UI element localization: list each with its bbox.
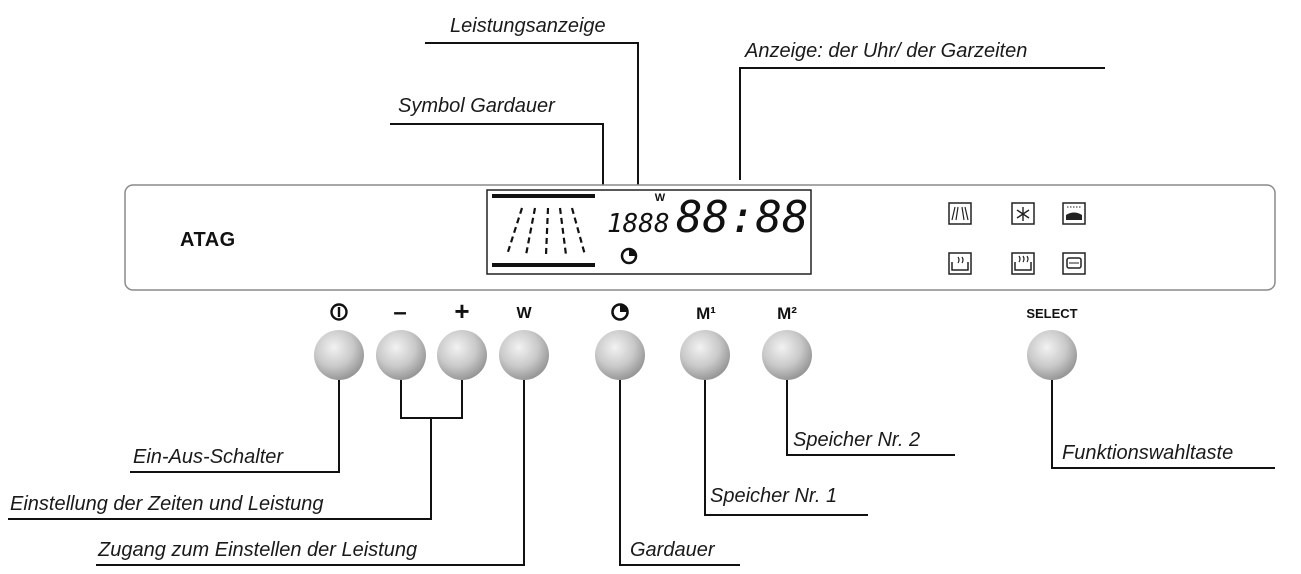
callout-power-access: Zugang zum Einstellen der Leistung	[96, 380, 525, 566]
grill-element-icon	[948, 202, 972, 225]
callout-clock-display-label: Anzeige: der Uhr/ der Garzeiten	[744, 40, 1027, 62]
callout-power-display-label: Leistungsanzeige	[450, 15, 606, 37]
steam-high-icon	[1011, 252, 1035, 275]
lcd-display: 1888 W 88:88	[486, 189, 812, 275]
callout-memory2-label: Speicher Nr. 2	[793, 429, 920, 451]
brand-logo: ATAG	[180, 229, 236, 251]
callout-duration-label: Gardauer	[630, 539, 716, 561]
callout-power-display: Leistungsanzeige	[425, 15, 639, 190]
timer-button[interactable]	[595, 330, 645, 380]
select-button[interactable]	[1027, 330, 1077, 380]
minus-button[interactable]	[376, 330, 426, 380]
callout-memory1-label: Speicher Nr. 1	[710, 485, 837, 507]
power-icon	[330, 303, 348, 321]
memory1-label: M¹	[696, 304, 716, 323]
memory1-button[interactable]	[680, 330, 730, 380]
callout-on-off-label: Ein-Aus-Schalter	[133, 446, 284, 468]
power-readout: 1888	[607, 209, 670, 239]
callout-time-power-setting: Einstellung der Zeiten und Leistung	[8, 380, 463, 520]
duration-symbol-icon	[620, 247, 638, 265]
callout-memory2: Speicher Nr. 2	[786, 380, 955, 456]
callout-clock-display: Anzeige: der Uhr/ der Garzeiten	[739, 40, 1105, 180]
callout-power-access-label: Zugang zum Einstellen der Leistung	[97, 539, 417, 561]
memory2-button[interactable]	[762, 330, 812, 380]
callout-duration-symbol-label: Symbol Gardauer	[398, 95, 556, 117]
plus-button[interactable]	[437, 330, 487, 380]
callout-duration: Gardauer	[619, 380, 740, 566]
callout-time-power-setting-label: Einstellung der Zeiten und Leistung	[10, 493, 324, 515]
callout-function-select: Funktionswahltaste	[1051, 380, 1275, 469]
select-label: SELECT	[1026, 306, 1077, 321]
defrost-snowflake-icon	[1011, 202, 1035, 225]
minus-label: –	[393, 299, 406, 326]
plus-label: +	[454, 296, 469, 326]
watt-button[interactable]	[499, 330, 549, 380]
clock-readout: 88:88	[676, 192, 808, 243]
bottom-heat-dish-icon	[1062, 252, 1086, 275]
function-icons	[948, 202, 1086, 275]
memory2-label: M²	[777, 304, 797, 323]
grill-indicator-icon	[492, 194, 595, 267]
power-button[interactable]	[314, 330, 364, 380]
watt-label: W	[516, 305, 532, 322]
steam-low-icon	[948, 252, 972, 275]
callout-on-off: Ein-Aus-Schalter	[130, 380, 340, 473]
timer-icon	[611, 303, 629, 321]
callout-function-select-label: Funktionswahltaste	[1062, 442, 1233, 464]
callout-memory1: Speicher Nr. 1	[704, 380, 868, 516]
power-unit: W	[655, 192, 666, 204]
top-heat-dish-icon	[1062, 202, 1086, 225]
